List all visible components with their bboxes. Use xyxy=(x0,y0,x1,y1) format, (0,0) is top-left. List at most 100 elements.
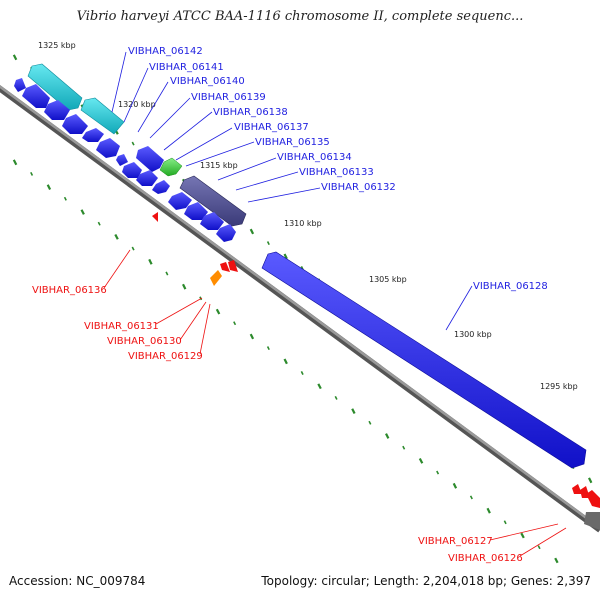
topology-text: Topology: circular; Length: 2,204,018 bp… xyxy=(261,574,591,588)
inner-scale-tick xyxy=(436,470,440,475)
inner-scale-tick xyxy=(249,333,255,340)
kbp-labels: 1325 kbp 1320 kbp 1315 kbp 1310 kbp 1305… xyxy=(38,41,578,391)
label-06140[interactable]: VIBHAR_06140 xyxy=(170,76,245,87)
kbp-label-1325: 1325 kbp xyxy=(38,41,76,50)
label-06138[interactable]: VIBHAR_06138 xyxy=(213,107,288,118)
inner-scale-tick xyxy=(215,308,221,315)
leader-06140 xyxy=(137,81,169,133)
gene-06140[interactable] xyxy=(136,146,164,172)
outer-scale-tick xyxy=(12,54,18,61)
label-06137[interactable]: VIBHAR_06137 xyxy=(234,122,309,133)
label-06135[interactable]: VIBHAR_06135 xyxy=(255,137,330,148)
gene-arrow-7[interactable] xyxy=(116,154,128,166)
gene-arrow-4[interactable] xyxy=(62,114,88,134)
gene-06130[interactable] xyxy=(220,262,230,272)
gene-06139[interactable] xyxy=(159,157,183,177)
inner-scale-tick xyxy=(554,557,559,564)
outer-scale-tick xyxy=(249,228,255,235)
inner-scale-tick xyxy=(233,321,237,326)
label-06127[interactable]: VIBHAR_06127 xyxy=(418,536,493,547)
label-06126[interactable]: VIBHAR_06126 xyxy=(448,553,523,564)
gene-06127[interactable] xyxy=(586,490,600,508)
inner-scale-tick xyxy=(469,495,473,500)
inner-scale-tick xyxy=(114,233,119,240)
kbp-label-1300: 1300 kbp xyxy=(454,330,492,339)
gene-arrow-8[interactable] xyxy=(122,162,142,178)
kbp-label-1310: 1310 kbp xyxy=(284,219,322,228)
gene-arrow-9[interactable] xyxy=(136,170,158,186)
label-06131[interactable]: VIBHAR_06131 xyxy=(84,321,159,332)
gene-06141[interactable] xyxy=(80,97,125,135)
forward-features xyxy=(14,63,600,530)
label-06128[interactable]: VIBHAR_06128 xyxy=(473,281,548,292)
leader-06135 xyxy=(185,141,255,167)
gene-arrow-1[interactable] xyxy=(14,78,26,92)
inner-scale-tick xyxy=(317,383,322,390)
inner-scale-tick xyxy=(334,395,338,400)
accession-text: Accession: NC_009784 xyxy=(9,574,146,588)
leader-06127 xyxy=(489,523,559,541)
gene-arrow-13[interactable] xyxy=(200,212,224,230)
gene-arrow-5[interactable] xyxy=(82,128,104,142)
inner-scale-tick xyxy=(63,196,67,201)
kbp-label-1315: 1315 kbp xyxy=(200,161,238,170)
leader-06129 xyxy=(199,303,211,355)
label-06136[interactable]: VIBHAR_06136 xyxy=(32,285,107,296)
outer-scale-tick xyxy=(131,141,135,146)
leader-06131 xyxy=(155,297,203,325)
reverse-features xyxy=(152,212,600,508)
inner-scale-tick xyxy=(148,258,153,265)
gene-arrow-11[interactable] xyxy=(168,192,192,210)
label-06132[interactable]: VIBHAR_06132 xyxy=(321,182,396,193)
leader-06138 xyxy=(163,111,213,151)
inner-scale-tick xyxy=(385,433,390,439)
leader-06132 xyxy=(247,187,321,203)
gene-arrow-6[interactable] xyxy=(96,138,120,158)
map-title: Vibrio harveyi ATCC BAA-1116 chromosome … xyxy=(76,9,524,24)
backbone-highlight xyxy=(0,85,600,530)
gene-arrow-r1[interactable] xyxy=(572,484,582,494)
inner-scale-tick xyxy=(182,283,187,290)
label-06134[interactable]: VIBHAR_06134 xyxy=(277,152,352,163)
gene-arrow-14[interactable] xyxy=(216,224,236,242)
inner-scale-tick xyxy=(418,457,424,464)
inner-scale-tick xyxy=(12,159,18,166)
leader-06141 xyxy=(123,67,149,123)
gene-06134[interactable] xyxy=(179,175,247,227)
label-06142[interactable]: VIBHAR_06142 xyxy=(128,46,203,57)
label-06141[interactable]: VIBHAR_06141 xyxy=(149,62,224,73)
leader-06134 xyxy=(217,157,277,181)
label-06129[interactable]: VIBHAR_06129 xyxy=(128,351,203,362)
leader-06126 xyxy=(519,527,567,557)
inner-scale-tick xyxy=(486,507,491,514)
gene-06142[interactable] xyxy=(27,63,83,111)
inner-scale-tick xyxy=(520,532,525,539)
label-06130[interactable]: VIBHAR_06130 xyxy=(107,336,182,347)
leader-06128 xyxy=(445,285,473,331)
gene-06136[interactable] xyxy=(152,212,158,222)
leader-06133 xyxy=(235,171,299,191)
inner-scale-tick xyxy=(266,346,270,351)
outer-scale-tick xyxy=(283,253,288,260)
leader-06136 xyxy=(103,249,131,289)
gene-edge-gray[interactable] xyxy=(584,512,600,530)
leader-06130 xyxy=(179,301,207,341)
gene-labels: VIBHAR_06142 VIBHAR_06141 VIBHAR_06140 V… xyxy=(32,46,548,564)
kbp-label-1320: 1320 kbp xyxy=(118,100,156,109)
leader-06139 xyxy=(149,97,191,139)
label-06133[interactable]: VIBHAR_06133 xyxy=(299,167,374,178)
inner-scale-tick xyxy=(537,545,541,550)
inner-scale-tick xyxy=(351,408,356,414)
gene-arrow-12[interactable] xyxy=(184,202,208,220)
gene-06128[interactable] xyxy=(261,251,587,469)
label-06139[interactable]: VIBHAR_06139 xyxy=(191,92,266,103)
gene-06131[interactable] xyxy=(210,270,222,286)
gene-arrow-10[interactable] xyxy=(152,180,170,194)
gene-arrow-2[interactable] xyxy=(22,84,50,108)
inner-scale-tick xyxy=(503,520,507,525)
gene-06129[interactable] xyxy=(228,260,238,272)
gene-arrow-3[interactable] xyxy=(44,100,70,120)
inner-scale-tick xyxy=(97,221,101,226)
